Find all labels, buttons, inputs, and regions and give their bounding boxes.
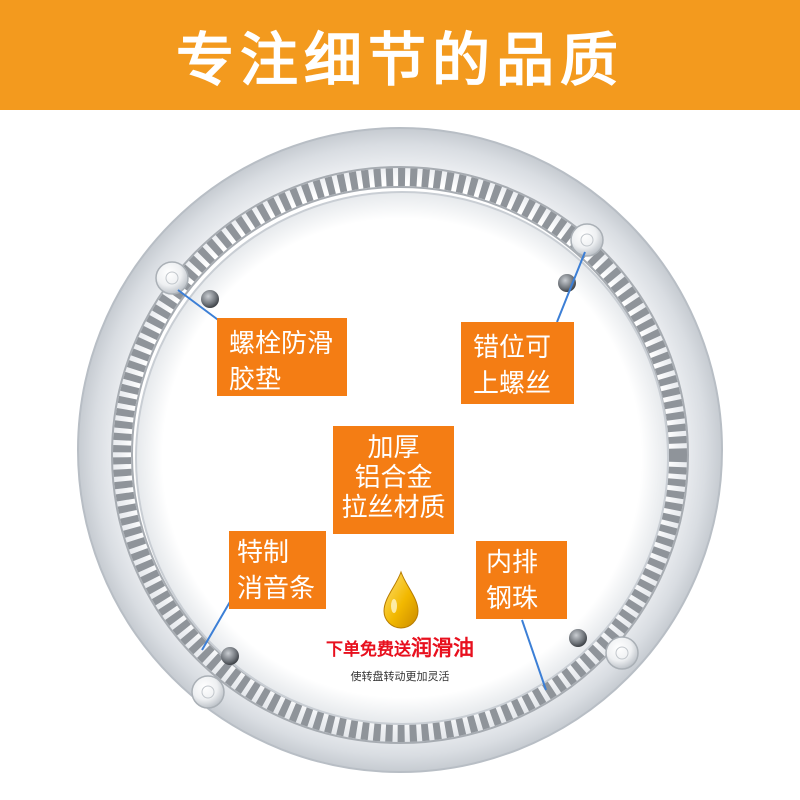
callout-line: 拉丝材质 bbox=[341, 493, 446, 523]
callout-line: 螺栓防滑 bbox=[229, 329, 334, 359]
callout-line: 消音条 bbox=[237, 574, 316, 604]
promo-line: 下单免费送润滑油 bbox=[300, 632, 500, 662]
callout-line: 胶垫 bbox=[229, 365, 282, 395]
bolt-icon bbox=[221, 647, 239, 665]
callout-material: 加厚 铝合金 拉丝材质 bbox=[333, 426, 454, 534]
callout-line: 加厚 bbox=[367, 433, 420, 463]
callout-line: 钢珠 bbox=[486, 584, 539, 614]
promo-note: 使转盘转动更加灵活 bbox=[350, 670, 450, 683]
rubber-pad-icon bbox=[570, 223, 604, 257]
bolt-icon bbox=[569, 629, 587, 647]
rubber-pad-icon bbox=[155, 261, 189, 295]
ball-track bbox=[113, 168, 687, 742]
callout-offset-screws: 错位可 上螺丝 bbox=[461, 322, 574, 404]
callout-anti-slip-pad: 螺栓防滑 胶垫 bbox=[217, 318, 347, 396]
oil-drop-highlight bbox=[391, 599, 397, 613]
callout-line: 上螺丝 bbox=[473, 369, 552, 399]
promo-highlight: 润滑油 bbox=[411, 636, 474, 660]
free-oil-promo: 下单免费送润滑油 使转盘转动更加灵活 bbox=[300, 632, 500, 684]
callout-silencer-strip: 特制 消音条 bbox=[229, 531, 326, 609]
oil-drop-icon bbox=[383, 570, 419, 629]
callout-line: 内排 bbox=[486, 548, 539, 578]
banner-title: 专注细节的品质 bbox=[175, 26, 624, 94]
rubber-pad-icon bbox=[191, 675, 225, 709]
promo-prefix: 下单免费送 bbox=[326, 640, 411, 660]
callout-line: 错位可 bbox=[473, 333, 552, 363]
leader-line bbox=[521, 619, 547, 691]
top-banner: 专注细节的品质 bbox=[0, 0, 800, 110]
bolt-icon bbox=[201, 290, 219, 308]
leader-line bbox=[556, 251, 586, 323]
rubber-pad-icon bbox=[605, 636, 639, 670]
ball-track-outer-edge bbox=[111, 166, 689, 744]
callout-line: 铝合金 bbox=[354, 463, 433, 493]
callout-steel-balls: 内排 钢珠 bbox=[476, 541, 567, 619]
callout-line: 特制 bbox=[237, 538, 290, 568]
